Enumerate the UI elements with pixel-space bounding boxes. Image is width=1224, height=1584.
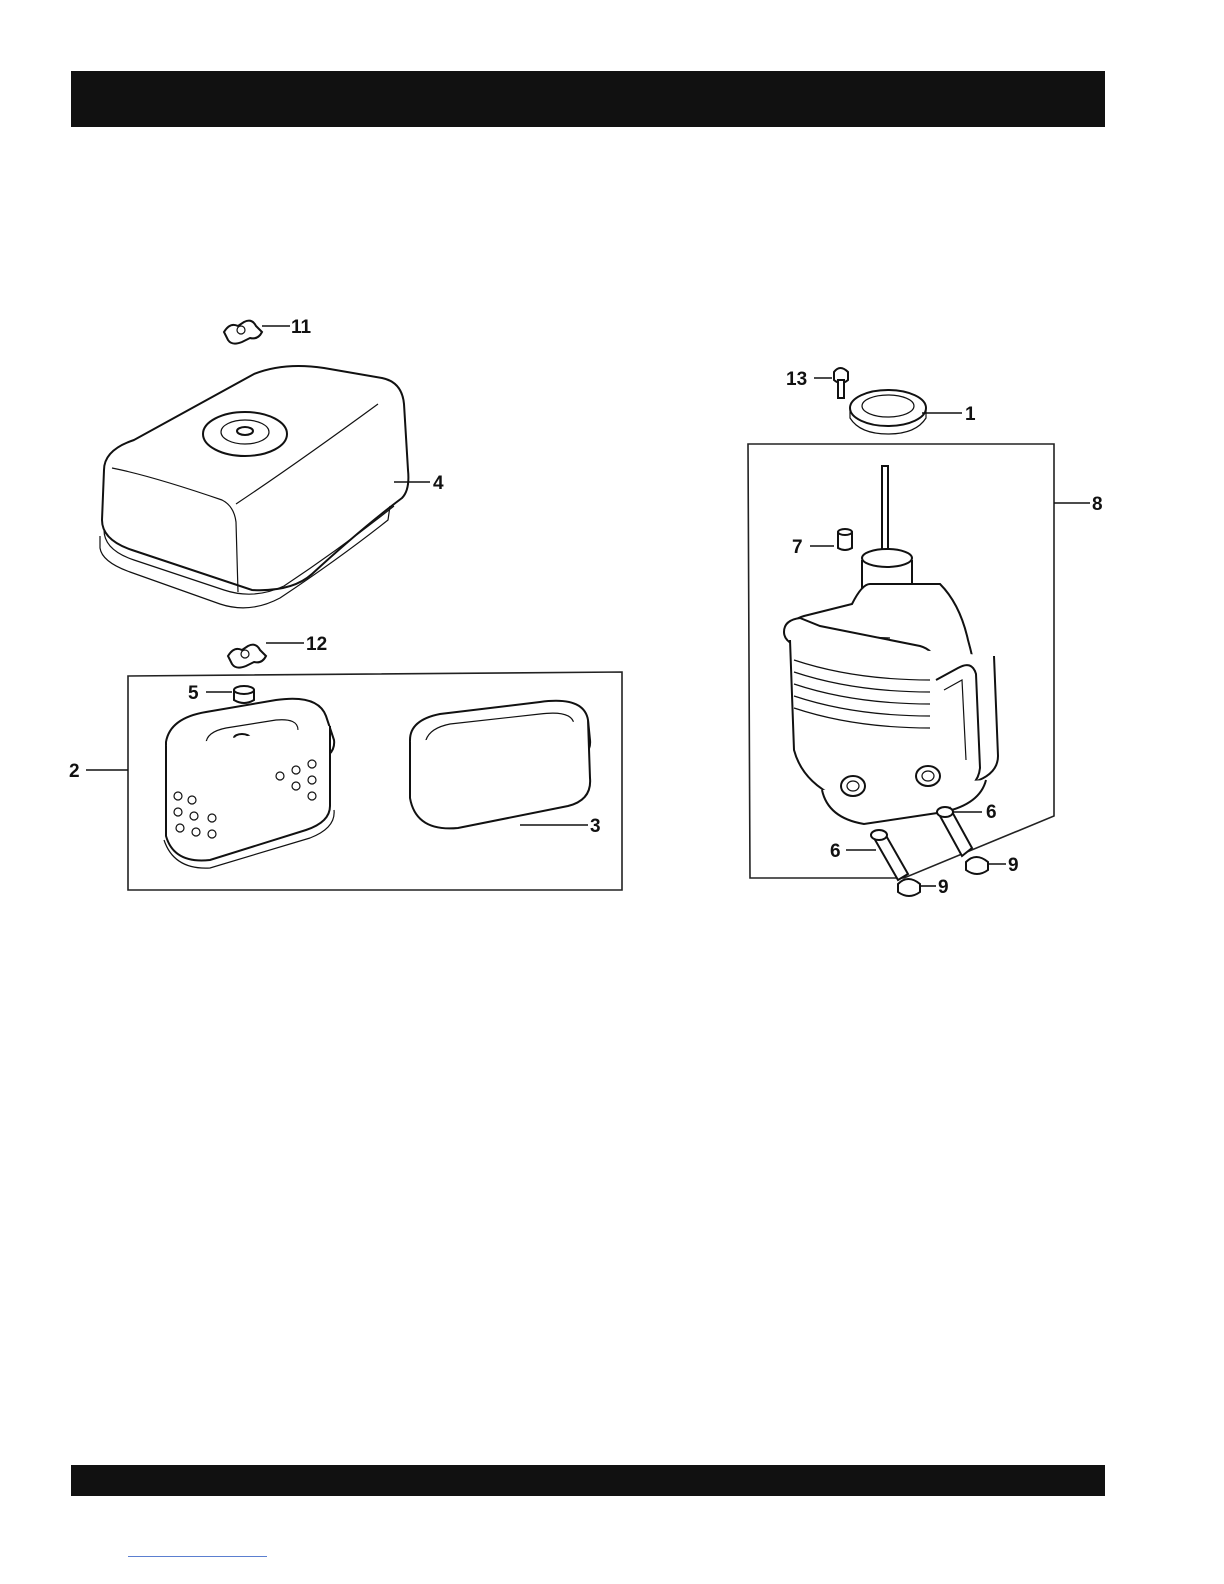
label-4: 4 (433, 473, 444, 494)
label-8: 8 (1092, 494, 1103, 515)
label-1: 1 (965, 404, 976, 425)
air-cleaner-case-8 (784, 466, 998, 824)
label-13: 13 (786, 369, 807, 390)
nut-9-bottom (898, 879, 936, 896)
wing-nut-11 (224, 321, 290, 344)
grommet-5 (206, 686, 254, 703)
label-5: 5 (188, 683, 199, 704)
label-7: 7 (792, 537, 803, 558)
label-9-right: 9 (1008, 855, 1019, 876)
bolt-13 (814, 368, 848, 398)
gasket-1 (850, 390, 962, 434)
label-6-right: 6 (986, 802, 997, 823)
foam-element-3 (410, 701, 590, 829)
label-2: 2 (69, 761, 80, 782)
sleeve-6-left (846, 830, 908, 880)
label-11: 11 (291, 317, 312, 338)
nut-9-right (966, 857, 1006, 874)
label-12: 12 (306, 634, 327, 655)
wing-nut-12 (228, 643, 304, 668)
collar-7 (810, 529, 852, 550)
label-6-left: 6 (830, 841, 841, 862)
label-3: 3 (590, 816, 601, 837)
label-9-bottom: 9 (938, 877, 949, 898)
air-cleaner-cover-4 (100, 366, 430, 608)
filter-element-2 (164, 699, 334, 868)
